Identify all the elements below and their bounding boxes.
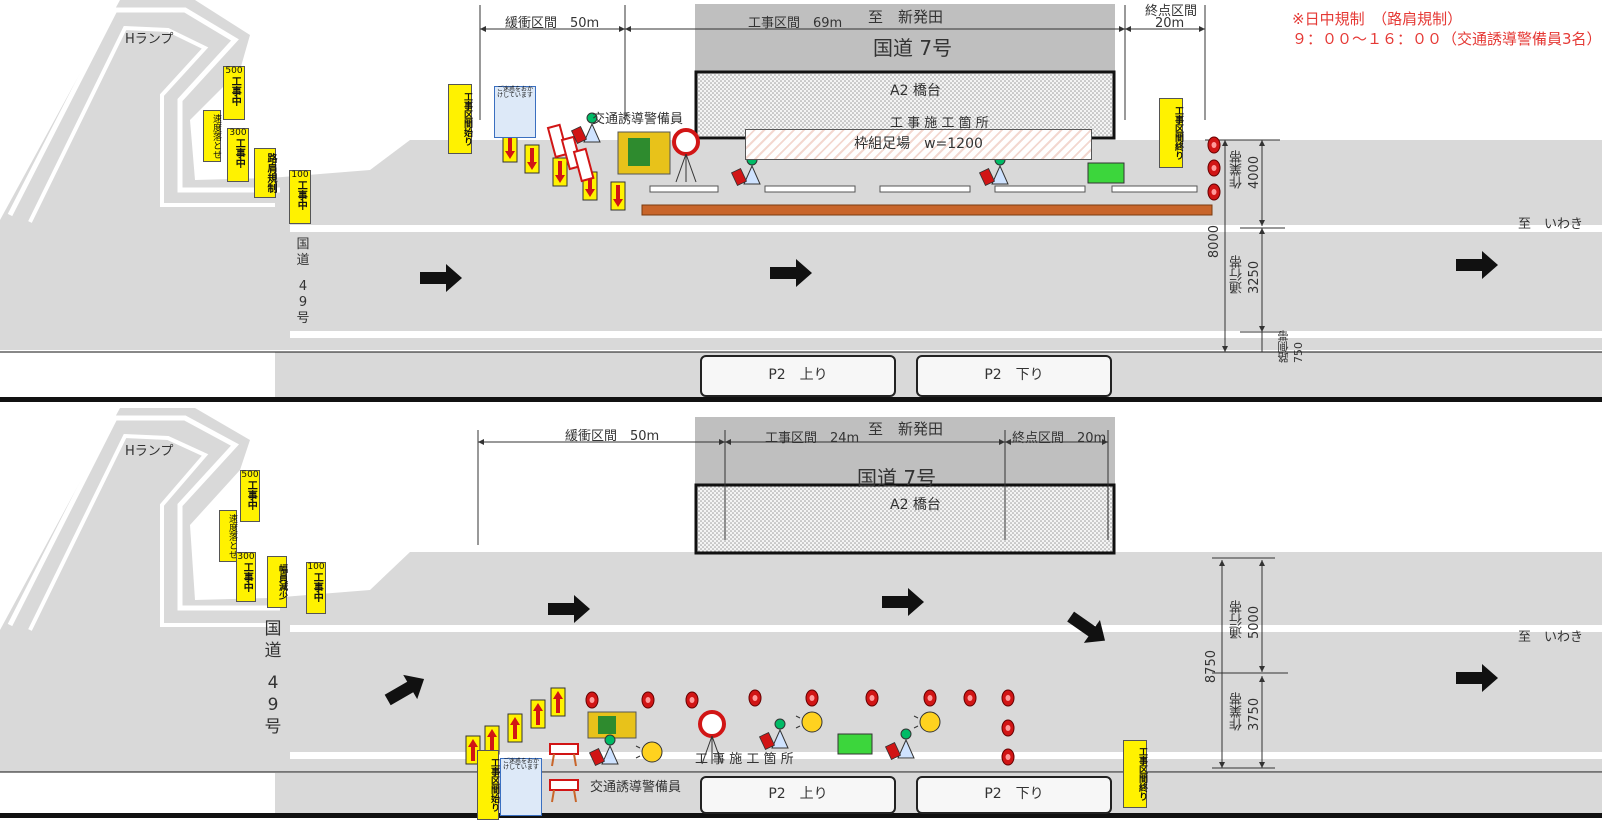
pier-up-top: P2 上り [700,355,896,397]
sign-zone-start-top: 工事区間始り [448,84,472,154]
abutment-label-bottom: A2 橋台 [890,497,941,513]
dim-buffer-bottom: 緩衝区間 50m [565,429,660,444]
note-line-1: ※日中規制 （路肩規制） [1292,10,1463,28]
sign-zone-end-top: 工事区間終り [1159,98,1183,168]
ramp-label-bottom: Hランプ [125,444,174,459]
flagger-icon [900,728,912,740]
traffic-flow-arrow [770,259,812,287]
abutment-bottom [694,483,1116,555]
route49-char: 9 [298,295,308,310]
dim-end-title-top: 終点区間 [1145,4,1198,19]
bridge-to-bottom: 至 新発田 [868,420,944,438]
dim-lane-top: 通行帯 3250 [1230,255,1262,294]
construction-site-top: 工 事 施 工 箇 所 [890,116,989,131]
sign-zone-end-bottom: 工事区間終り [1123,740,1147,808]
traffic-flow-arrow [882,588,924,616]
h-ramp-bottom [0,408,1602,772]
traffic-flow-arrow [1456,251,1498,279]
route49-char: 4 [267,673,279,693]
dim-work-top: 工事区間 69m [748,16,843,31]
flashing-light-stand-icon [698,710,726,738]
route7-label-bottom: 国道 7号 [857,466,937,490]
warning-light-icon [641,741,663,763]
h-ramp-top [0,0,1602,350]
construction-site-bottom: 工 事 施 工 箇 所 [695,752,794,767]
route49-char: 道 [296,253,310,268]
route49-char: 国 [264,619,282,639]
traffic-flow-arrow [384,674,425,706]
route49-char: 号 [296,311,310,326]
dim-shoulder-top: 路側帯 750 [1277,330,1305,363]
barricade-icon [549,779,579,791]
route49-char: 9 [267,695,279,715]
warning-light-icon [801,711,823,733]
generator-icon [837,733,873,755]
abutment-label-top: A2 橋台 [890,83,941,99]
pier-up-bottom: P2 上り [700,776,896,814]
flagger-icon [774,718,786,730]
route49-char: 号 [264,717,282,737]
traffic-flow-arrow [1456,664,1498,692]
dim-workzone-bottom: 作業帯 3750 [1230,692,1262,731]
pier-down-bottom: P2 下り [916,776,1112,814]
sign-lane-reduced: 幅員減少 [267,556,287,608]
dim-workzone-top: 作業帯 4000 [1230,150,1262,189]
warning-light-icon [919,711,941,733]
route7-label-top: 国道 7号 [873,36,953,60]
barricade-icon [549,743,579,755]
pier-down-top: P2 下り [916,355,1112,397]
route49-char: 道 [264,641,282,661]
scaffold: 枠組足場 w=1200 [745,129,1092,160]
traffic-flow-arrow [420,264,462,292]
notice-board-top: ご迷惑をおかけしています [494,86,536,138]
dim-buffer-top: 緩衝区間 50m [505,16,600,31]
sign-shoulder-closed: 路肩規制 [254,148,276,198]
traffic-flow-arrow [548,595,590,623]
traffic-flow-arrow [1067,611,1106,643]
dim-total-top: 8000 [1207,225,1222,259]
dim-end-value-top: 20m [1155,16,1185,31]
sign-zone-start-bottom: 工事区間始り [477,750,499,820]
guard-label-top: 交通誘導警備員 [592,112,684,127]
dim-total-bottom: 8750 [1204,650,1219,684]
generator-icon [1087,162,1125,184]
guard-label-bottom: 交通誘導警備員 [590,780,682,795]
dim-work-bottom: 工事区間 24m [765,431,860,446]
bridge-to-top: 至 新発田 [868,8,944,26]
flashing-light-stand-icon [672,128,700,156]
sign-speed-top: 速度落とせ [203,110,221,162]
to-iwaki-top: 至 いわき [1518,217,1584,232]
note-line-2: ９：００～１６：００（交通誘導警備員3名） [1292,30,1602,48]
dim-lane-bottom: 通行帯 5000 [1230,600,1262,639]
route49-char: 4 [298,279,308,294]
dim-end-bottom: 終点区間 20m [1012,431,1107,446]
route49-char: 国 [296,237,310,252]
notice-board-bottom: ご迷惑をおかけしています [500,758,542,816]
barricade-icon [572,147,595,183]
flagger-icon [604,734,616,746]
sign-speed-bottom: 速度落とせ [219,510,237,562]
to-iwaki-bottom: 至 いわき [1518,630,1584,645]
ramp-label-top: Hランプ [125,32,174,47]
